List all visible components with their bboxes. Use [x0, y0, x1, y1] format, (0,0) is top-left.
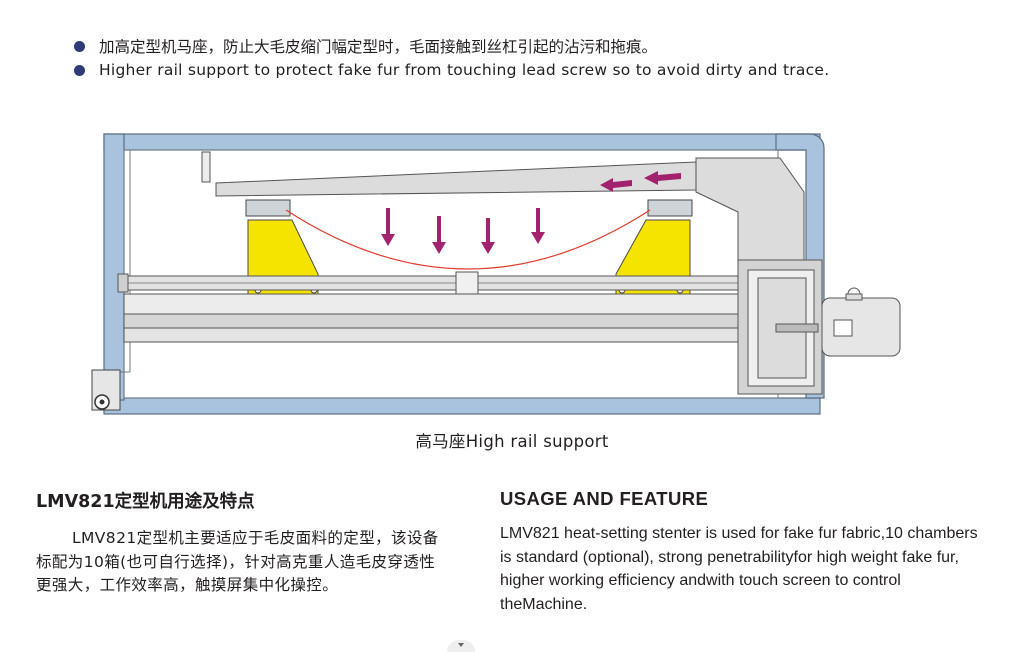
bullet-dot-icon	[74, 64, 85, 76]
bullet-item-en: Higher rail support to protect fake fur …	[74, 58, 994, 82]
bullet-text: 加高定型机马座，防止大毛皮缩门幅定型时，毛面接触到丝杠引起的沾污和拖痕。	[99, 38, 658, 56]
lead-screw-rail	[117, 271, 745, 343]
fan-housing	[737, 259, 823, 395]
chamber-frame	[103, 133, 825, 415]
section-body-cn: LMV821定型机主要适应于毛皮面料的定型，该设备标配为10箱(也可自行选择)，…	[36, 529, 439, 594]
motor	[821, 287, 901, 357]
pressure-arrow-icon	[381, 208, 545, 254]
section-heading-en: USAGE AND FEATURE	[500, 488, 709, 509]
section-en: USAGE AND FEATURE LMV821 heat-setting st…	[500, 488, 980, 616]
high-rail-support-diagram	[91, 133, 901, 415]
section-cn: LMV821定型机用途及特点 LMV821定型机主要适应于毛皮面料的定型，该设备…	[36, 488, 451, 598]
bullet-dot-icon	[74, 40, 85, 52]
bullet-item-cn: 加高定型机马座，防止大毛皮缩门幅定型时，毛面接触到丝杠引起的沾污和拖痕。	[74, 34, 994, 58]
page-tab-icon	[447, 640, 475, 652]
section-heading-cn: LMV821定型机用途及特点	[36, 492, 255, 512]
bullet-text: Higher rail support to protect fake fur …	[99, 61, 830, 79]
fabric-curve	[285, 209, 651, 270]
diagram-caption: 高马座High rail support	[415, 432, 609, 451]
pulley-wheel	[91, 369, 121, 411]
section-body-en: LMV821 heat-setting stenter is used for …	[500, 525, 978, 613]
air-duct	[201, 151, 805, 261]
bullet-list: 加高定型机马座，防止大毛皮缩门幅定型时，毛面接触到丝杠引起的沾污和拖痕。 Hig…	[74, 34, 994, 82]
airflow-arrow-icon	[600, 171, 681, 192]
